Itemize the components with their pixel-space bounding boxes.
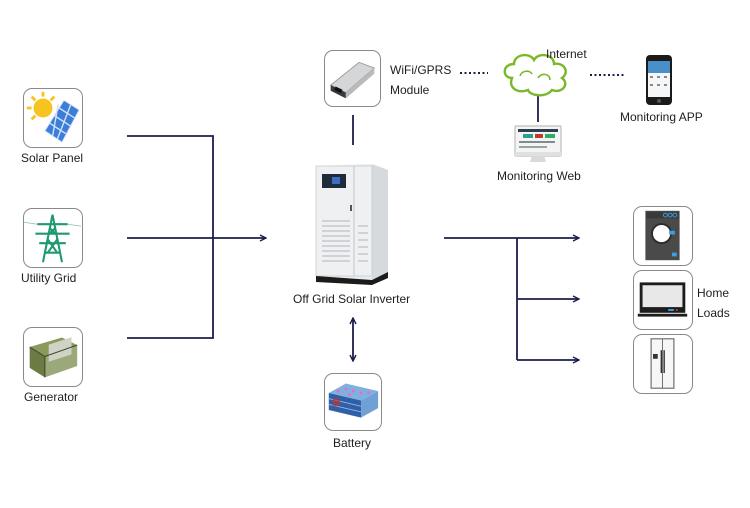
television-icon	[637, 282, 688, 317]
cloud-icon	[503, 53, 567, 97]
washing-machine-icon	[645, 210, 680, 261]
monitor-icon	[514, 125, 562, 162]
inverter-label: Off Grid Solar Inverter	[293, 292, 411, 306]
monitoring-app-label: Monitoring APP	[620, 110, 703, 124]
wifi-module-box	[324, 50, 381, 107]
television-box	[633, 270, 693, 330]
battery-box	[324, 373, 382, 431]
battery-icon	[328, 383, 379, 418]
home-loads-label-line2: Loads	[697, 306, 730, 320]
utility-grid-label: Utility Grid	[21, 271, 77, 285]
wifi-module-label-line2: Module	[390, 83, 430, 97]
inverter-cabinet-icon	[315, 164, 388, 285]
monitoring-web-label: Monitoring Web	[497, 169, 581, 183]
utility-grid-icon	[24, 214, 82, 263]
refrigerator-box	[633, 334, 693, 394]
solar-panel-icon	[26, 91, 80, 143]
generator-icon	[29, 337, 78, 378]
utility-grid-box	[23, 208, 83, 268]
wifi-module-label-line1: WiFi/GPRS	[390, 63, 452, 77]
generator-box	[23, 327, 83, 387]
solar-panel-label: Solar Panel	[21, 151, 84, 165]
battery-label: Battery	[333, 436, 372, 450]
internet-label: Internet	[546, 47, 587, 61]
refrigerator-icon	[650, 338, 675, 389]
smartphone-icon	[646, 55, 672, 105]
wifi-module-icon	[329, 61, 376, 99]
solar-panel-box	[23, 88, 83, 148]
solar-line	[127, 135, 214, 339]
home-loads-label-line1: Home	[697, 286, 730, 300]
generator-label: Generator	[24, 390, 79, 404]
washing-machine-box	[633, 206, 693, 266]
